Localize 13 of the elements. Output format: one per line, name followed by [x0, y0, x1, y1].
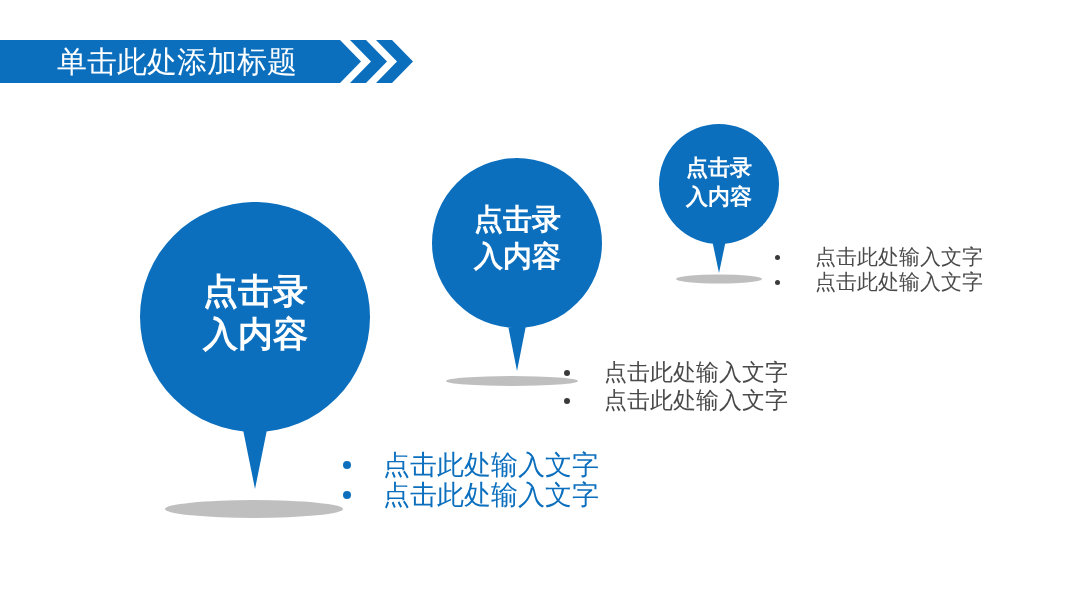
bullet-text: 点击此处输入文字 [604, 387, 788, 415]
map-pin-marker [659, 124, 779, 273]
bullet-text: 点击此处输入文字 [815, 270, 983, 295]
bullet-text: 点击此处输入文字 [383, 480, 599, 510]
pin-label: 点击录入内容 [472, 202, 562, 274]
bullet-text: 点击此处输入文字 [815, 245, 983, 270]
map-pin-marker [432, 158, 602, 371]
pin-label: 点击录入内容 [201, 270, 309, 355]
bullet-text: 点击此处输入文字 [604, 359, 788, 387]
slide-title: 单击此处添加标题 [57, 44, 297, 80]
map-pin-marker [140, 202, 370, 489]
bullet-text: 点击此处输入文字 [383, 450, 599, 480]
pin-label: 点击录入内容 [685, 154, 753, 211]
